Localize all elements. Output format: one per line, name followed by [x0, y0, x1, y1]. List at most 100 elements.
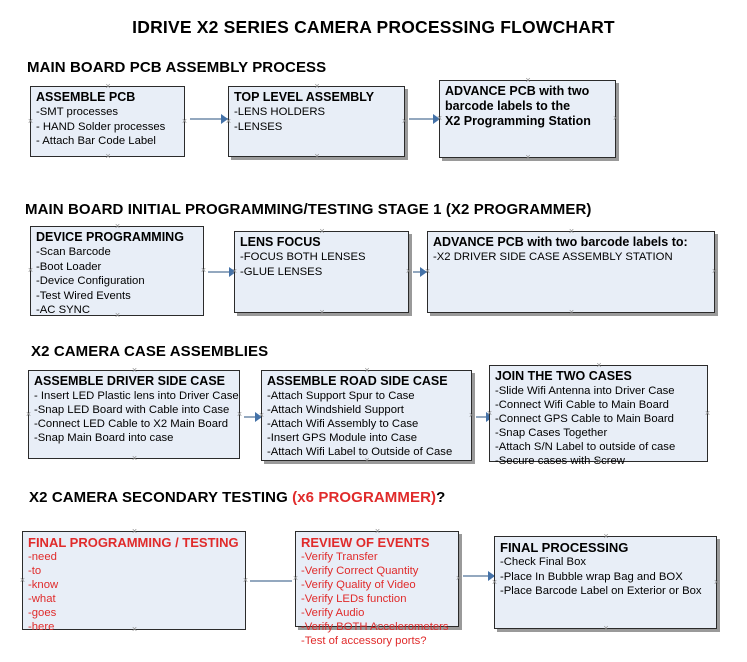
connector-top-level-assembly-to-advance-pcb	[409, 114, 440, 124]
connector-final-programming-to-review-of-events	[250, 576, 292, 586]
box-review-of-events[interactable]: REVIEW OF EVENTS -Verify Transfer -Verif…	[292, 528, 462, 647]
box-item: -FOCUS BOTH LENSES	[240, 251, 366, 263]
box-header: ASSEMBLE DRIVER SIDE CASE	[34, 374, 226, 388]
connector-driver-side-to-road-side	[244, 412, 262, 422]
box-device-programming[interactable]: DEVICE PROGRAMMING -Scan Barcode -Boot L…	[30, 226, 204, 316]
box-top-level-assembly[interactable]: TOP LEVEL ASSEMBLY -LENS HOLDERS -LENSES	[228, 86, 405, 157]
box-items: - Insert LED Plastic lens into Driver Ca…	[34, 389, 239, 445]
section-heading-main-board-pcb-assembly: MAIN BOARD PCB ASSEMBLY PROCESS	[27, 59, 327, 76]
connection-handle-top[interactable]	[364, 367, 371, 374]
connection-handle-left[interactable]	[25, 411, 32, 418]
box-items: -Slide Wifi Antenna into Driver Case -Co…	[495, 384, 703, 468]
connection-handle-top[interactable]	[374, 528, 381, 535]
box-header: JOIN THE TWO CASES	[495, 369, 632, 383]
connection-handle-bottom[interactable]	[603, 625, 610, 632]
connection-handle-bottom[interactable]	[319, 309, 326, 316]
box-item: -GLUE LENSES	[240, 265, 323, 278]
box-item: -here	[28, 621, 55, 633]
box-item: -Test Wired Events	[36, 289, 131, 302]
connection-handle-right[interactable]	[405, 268, 412, 275]
box-items: -FOCUS BOTH LENSES -GLUE LENSES	[240, 250, 404, 279]
box-item: -Verify Transfer	[301, 551, 378, 563]
section-heading-accent: (x6 PROGRAMMER)	[292, 489, 437, 506]
connection-handle-top[interactable]	[131, 528, 138, 535]
box-item: -Check Final Box	[500, 556, 587, 568]
box-item: -Verify Quality of Video	[301, 579, 416, 591]
connection-handle-right[interactable]	[401, 118, 408, 125]
box-item: -Slide Wifi Antenna into Driver Case	[495, 385, 675, 397]
box-item: -AC SYNC	[36, 304, 90, 317]
box-advance-pcb-programming-station[interactable]: ADVANCE PCB with two barcode labels to t…	[439, 80, 616, 158]
connection-handle-top[interactable]	[314, 83, 321, 90]
connection-handle-right[interactable]	[612, 115, 619, 122]
box-item: -Attach Wifi Assembly to Case	[267, 418, 419, 430]
box-item: -know	[28, 579, 59, 591]
connection-handle-right[interactable]	[236, 411, 243, 418]
box-final-programming-testing[interactable]: FINAL PROGRAMMING / TESTING -need -to -k…	[19, 528, 249, 633]
connection-handle-top[interactable]	[603, 533, 610, 540]
box-header: DEVICE PROGRAMMING	[36, 230, 184, 244]
box-item: -Attach Windshield Support	[267, 404, 404, 416]
box-items: -need -to -know -what -goes -here	[28, 550, 241, 634]
box-advance-pcb-driver-side-case[interactable]: ADVANCE PCB with two barcode labels to: …	[427, 231, 715, 313]
box-assemble-driver-side-case[interactable]: ASSEMBLE DRIVER SIDE CASE - Insert LED P…	[28, 370, 240, 459]
box-assemble-road-side-case[interactable]: ASSEMBLE ROAD SIDE CASE -Attach Support …	[261, 370, 472, 461]
box-header-line3: X2 Programming Station	[445, 114, 591, 128]
connection-handle-right[interactable]	[711, 268, 718, 275]
box-item: -to	[28, 565, 42, 577]
section-heading-text: X2 CAMERA SECONDARY TESTING	[29, 489, 293, 506]
connection-handle-left[interactable]	[19, 577, 26, 584]
box-item: -LENS HOLDERS	[234, 106, 326, 118]
connection-handle-top[interactable]	[131, 367, 138, 374]
connection-handle-bottom[interactable]	[568, 309, 575, 316]
connection-handle-top[interactable]	[319, 228, 326, 235]
connection-handle-right[interactable]	[713, 579, 720, 586]
box-item: -Attach S/N Label to outside of case	[495, 441, 676, 453]
connection-handle-top[interactable]	[568, 228, 575, 235]
box-header: ADVANCE PCB with two barcode labels to:	[433, 235, 688, 249]
connection-handle-bottom[interactable]	[105, 153, 112, 160]
box-header: TOP LEVEL ASSEMBLY	[234, 90, 375, 104]
box-item: -Connect GPS Cable to Main Board	[495, 413, 674, 425]
connection-handle-top[interactable]	[105, 83, 112, 90]
box-item: -Connect LED Cable to X2 Main Board	[34, 418, 229, 430]
box-item: - HAND Solder processes	[36, 120, 166, 133]
box-header: ASSEMBLE PCB	[36, 90, 136, 104]
connection-handle-top[interactable]	[525, 77, 532, 84]
connection-handle-right[interactable]	[181, 118, 188, 125]
box-items: -SMT processes - HAND Solder processes -…	[36, 105, 180, 149]
connector-device-programming-to-lens-focus	[208, 267, 236, 277]
connection-handle-right[interactable]	[704, 410, 711, 417]
box-item: -Verify LEDs function	[301, 593, 407, 605]
box-items: -Verify Transfer -Verify Correct Quantit…	[301, 550, 454, 648]
connection-handle-bottom[interactable]	[314, 153, 321, 160]
connection-handle-bottom[interactable]	[131, 455, 138, 462]
box-join-the-two-cases[interactable]: JOIN THE TWO CASES -Slide Wifi Antenna i…	[489, 362, 711, 467]
box-header: FINAL PROCESSING	[500, 540, 629, 555]
connection-handle-top[interactable]	[114, 223, 121, 230]
connection-handle-right[interactable]	[200, 267, 207, 274]
box-item: -Attach Wifi Label to Outside of Case	[267, 446, 453, 458]
box-item-overflow: -Test of accessory ports?	[301, 635, 427, 647]
section-heading-main-board-initial-programming: MAIN BOARD INITIAL PROGRAMMING/TESTING S…	[25, 201, 592, 218]
box-items: -Attach Support Spur to Case -Attach Win…	[267, 389, 467, 459]
connector-review-of-events-to-final-processing	[463, 571, 495, 581]
connection-handle-top[interactable]	[596, 362, 603, 369]
box-assemble-pcb[interactable]: ASSEMBLE PCB -SMT processes - HAND Solde…	[30, 86, 185, 157]
box-items: -LENS HOLDERS -LENSES	[234, 105, 400, 134]
connection-handle-right[interactable]	[242, 577, 249, 584]
connection-handle-right[interactable]	[468, 412, 475, 419]
connection-handle-left[interactable]	[27, 118, 34, 125]
connection-handle-left[interactable]	[27, 267, 34, 274]
box-item: -Boot Loader	[36, 260, 102, 273]
connection-handle-bottom[interactable]	[525, 154, 532, 161]
box-item: -Place Barcode Label on Exterior or Box	[500, 585, 702, 598]
box-final-processing[interactable]: FINAL PROCESSING -Check Final Box -Place…	[494, 536, 717, 629]
connection-handle-right[interactable]	[455, 575, 462, 582]
connection-handle-left[interactable]	[292, 575, 299, 582]
section-heading-x2-camera-case-assemblies: X2 CAMERA CASE ASSEMBLIES	[31, 343, 269, 360]
box-lens-focus[interactable]: LENS FOCUS -FOCUS BOTH LENSES -GLUE LENS…	[234, 231, 409, 313]
box-header: LENS FOCUS	[240, 235, 321, 249]
section-heading-x2-camera-secondary-testing: X2 CAMERA SECONDARY TESTING (x6 PROGRAMM…	[29, 489, 445, 506]
